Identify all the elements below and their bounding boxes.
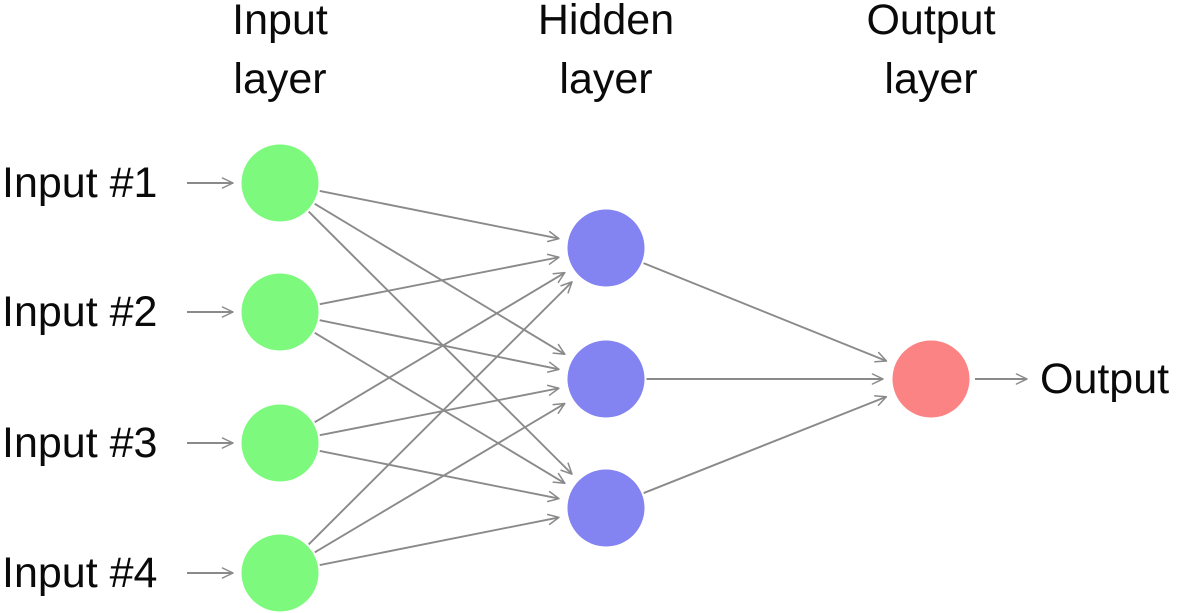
edge-hidden1-output [643, 262, 888, 363]
edges-group [187, 177, 1028, 579]
output-layer-header: Output layer [866, 0, 996, 103]
edge-input4-hidden1 [308, 281, 573, 546]
input-node-3 [241, 404, 319, 482]
edge-input2-hidden3 [314, 332, 566, 485]
edge-input2-hidden1 [319, 253, 560, 306]
input-layer-header: Input layer [232, 0, 328, 103]
edge-input1-hidden2 [314, 203, 566, 356]
input-label-4: Input #4 [2, 549, 158, 597]
output-label: Output [1040, 355, 1170, 403]
nodes-group [241, 144, 970, 612]
edge-input4-hidden2 [314, 402, 566, 554]
edge-input1-hidden1 [319, 189, 560, 243]
input-label-2: Input #2 [2, 288, 158, 336]
edge-input2-hidden2 [319, 319, 560, 373]
output-node [892, 340, 970, 418]
input-node-2 [241, 273, 319, 351]
hidden-node-3 [567, 469, 645, 547]
edge-input1-hidden3 [308, 210, 573, 475]
hidden-node-2 [567, 340, 645, 418]
input-label-3: Input #3 [2, 419, 158, 467]
input-node-1 [241, 144, 319, 222]
edge-input4-hidden3 [319, 513, 560, 567]
edge-hidden3-output [643, 395, 888, 494]
edge-input3-hidden3 [319, 449, 560, 503]
hidden-node-1 [567, 209, 645, 287]
input-node-4 [241, 534, 319, 612]
input-label-1: Input #1 [2, 159, 158, 207]
edge-input3-hidden1 [314, 271, 566, 424]
hidden-layer-header: Hidden layer [537, 0, 675, 103]
edge-input3-hidden2 [319, 384, 560, 437]
